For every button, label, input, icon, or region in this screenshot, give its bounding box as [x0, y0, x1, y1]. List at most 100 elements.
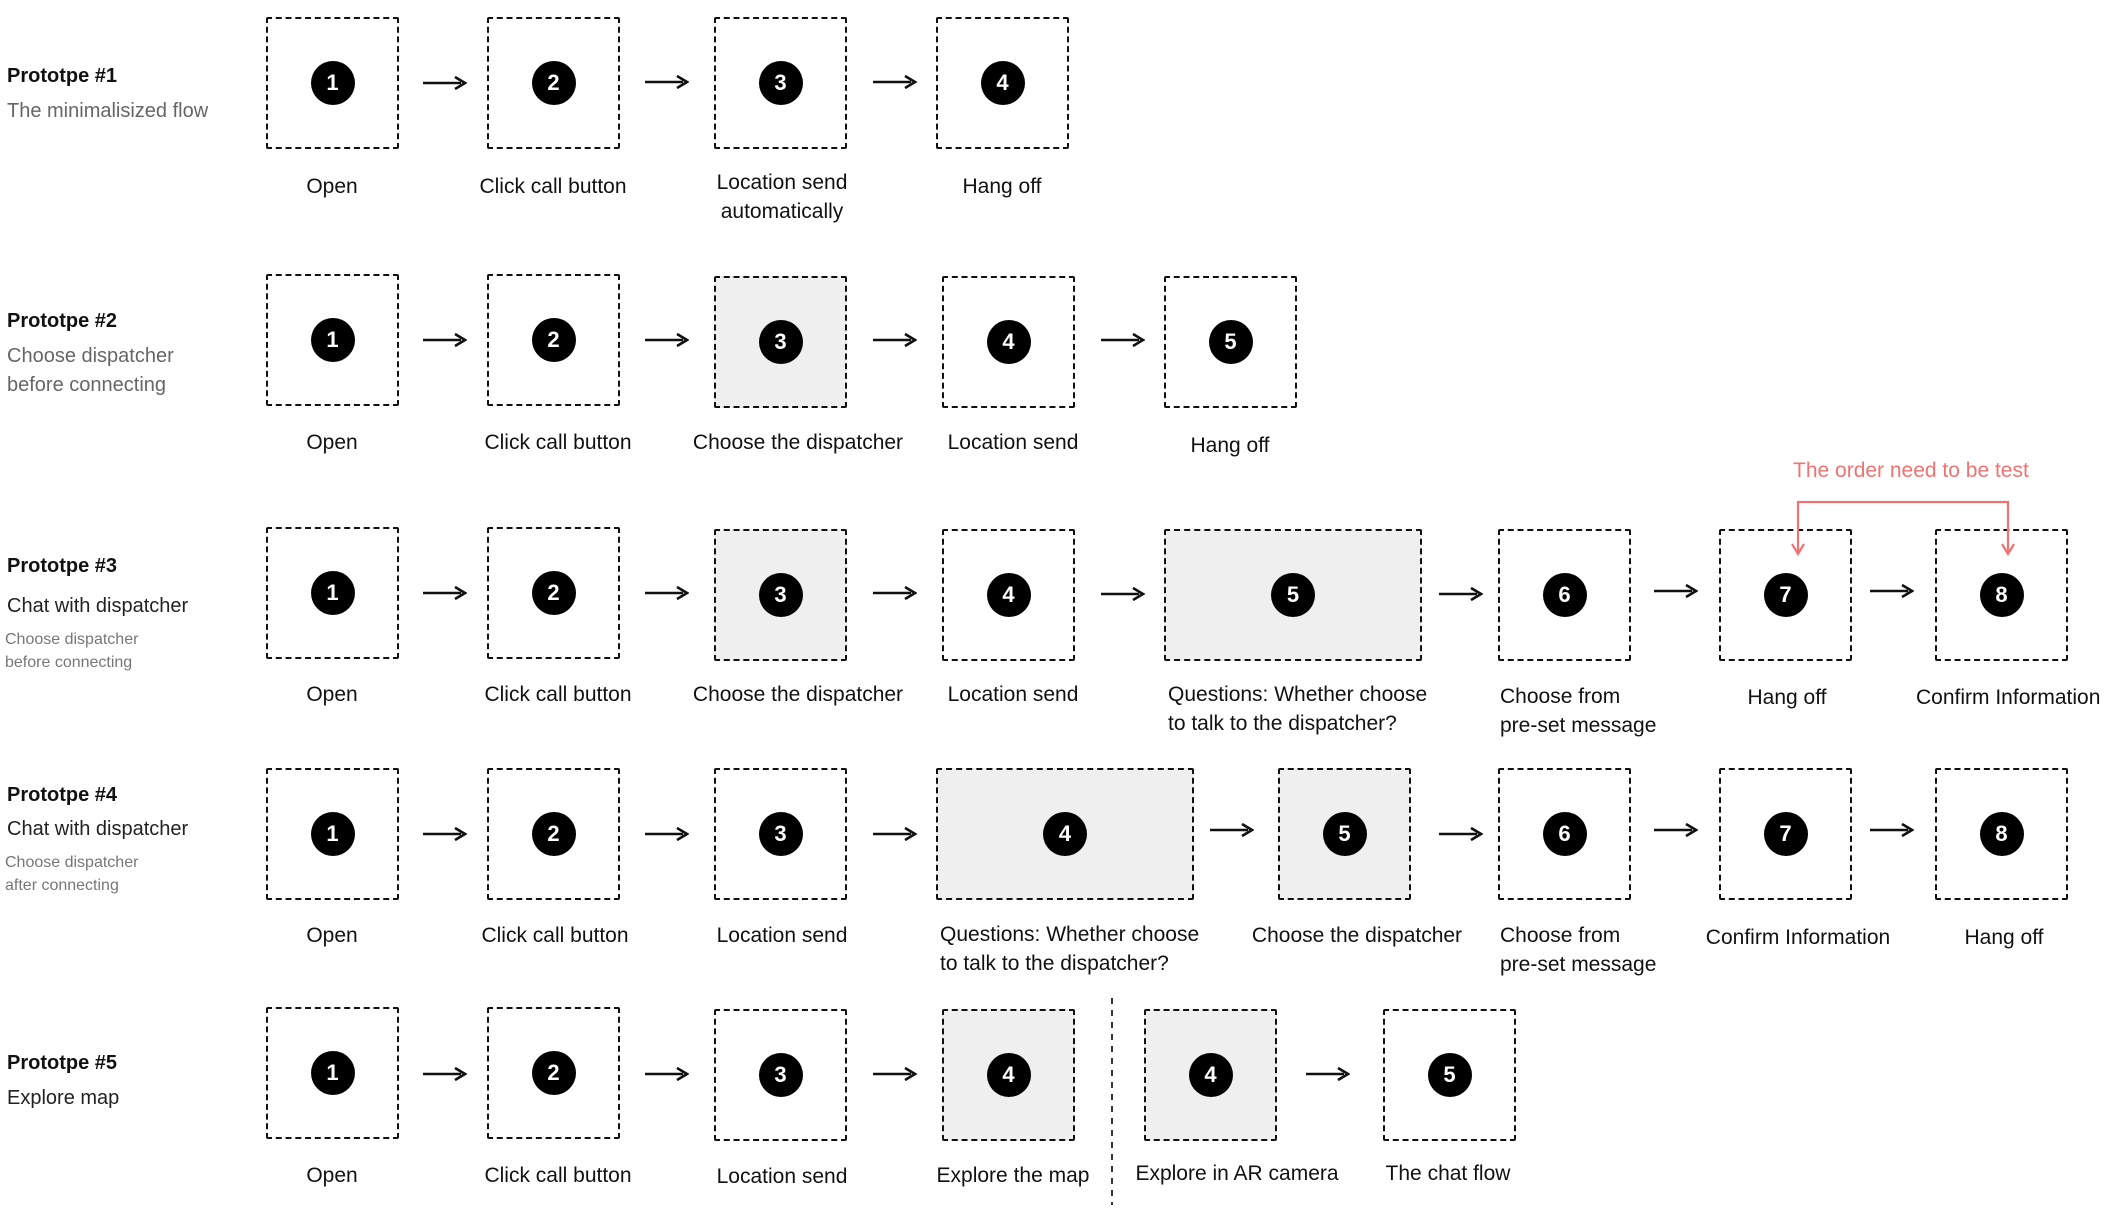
arrow-right-icon	[873, 332, 917, 348]
row-2-step-1-label: Open	[306, 431, 358, 454]
arrow-right-icon	[873, 1066, 917, 1082]
row-2-step-1-box: 1	[266, 274, 399, 406]
arrow-right-icon	[645, 1066, 689, 1082]
row-3-step-3-box: 3	[714, 529, 847, 661]
row-1-step-2-label: Click call button	[479, 175, 627, 198]
row-2-step-2-label: Click call button	[484, 431, 632, 454]
step-number-badge: 5	[1271, 573, 1315, 617]
arrow-right-icon	[1654, 822, 1698, 838]
row-3-step-4-label: Location send	[947, 683, 1079, 706]
row-3-title: Prototpe #3	[7, 555, 118, 577]
row-3-step-6-label: Choose from pre-set message	[1500, 685, 1657, 737]
step-number-badge: 4	[1188, 1053, 1233, 1097]
arrow-right-icon	[1101, 586, 1145, 602]
arrow-right-icon	[1439, 586, 1483, 602]
row-3-step-5-label: Questions: Whether choose to talk to the…	[1168, 683, 1428, 735]
step-number-badge: 3	[758, 812, 803, 856]
row-1-step-4-label: Hang off	[962, 175, 1042, 198]
step-number-badge: 8	[1979, 812, 2024, 856]
arrow-right-icon	[1870, 583, 1914, 599]
row-3-step-6-box: 6	[1498, 529, 1631, 661]
arrow-right-icon	[423, 332, 467, 348]
row-1-step-3-box: 3	[714, 17, 847, 149]
row-5-step-3-box: 3	[714, 1009, 847, 1141]
row-2-title: Prototpe #2	[7, 310, 118, 332]
step-number-badge: 8	[1979, 573, 2024, 617]
arrow-right-icon	[645, 74, 689, 90]
row-5-subtitle: Explore map	[7, 1087, 120, 1109]
arrow-right-icon	[1101, 332, 1145, 348]
row-2-step-4-label: Location send	[947, 431, 1079, 454]
row-4-title: Prototpe #4	[7, 784, 118, 806]
step-number-badge: 5	[1208, 320, 1253, 364]
row-4-step-4-label: Questions: Whether choose to talk to the…	[940, 923, 1200, 975]
row-4-step-1-box: 1	[266, 768, 399, 900]
step-number-badge: 3	[758, 61, 803, 105]
arrow-right-icon	[1306, 1066, 1350, 1082]
row-1-step-4-box: 4	[936, 17, 1069, 149]
arrow-right-icon	[1870, 822, 1914, 838]
row-3-step-2-box: 2	[487, 527, 620, 659]
row-4-step-3-label: Location send	[716, 924, 848, 947]
row-4-step-2-label: Click call button	[481, 924, 629, 947]
row-4-step-1-label: Open	[306, 924, 358, 947]
row-4-step-8-label: Hang off	[1964, 926, 2044, 949]
row-4-step-2-box: 2	[487, 768, 620, 900]
row-3-note: Choose dispatcher before connecting	[5, 631, 139, 671]
arrow-right-icon	[873, 585, 917, 601]
row-4-step-6-label: Choose from pre-set message	[1500, 924, 1657, 976]
arrow-right-icon	[645, 585, 689, 601]
step-number-badge: 2	[531, 1051, 576, 1095]
row-2-step-5-box: 5	[1164, 276, 1297, 408]
row-4-step-7-box: 7	[1719, 768, 1852, 900]
row-1-step-3-label: Location send automatically	[716, 171, 848, 223]
row-1-subtitle: The minimalisized flow	[7, 100, 209, 122]
row-5-step-4b-label: Explore in AR camera	[1135, 1162, 1339, 1185]
row-5-title: Prototpe #5	[7, 1052, 118, 1074]
row-5-step-4-label: Explore the map	[936, 1164, 1090, 1187]
row-4-note: Choose dispatcher after connecting	[5, 854, 139, 894]
arrow-right-icon	[873, 74, 917, 90]
row-2-step-5-label: Hang off	[1190, 434, 1270, 457]
step-number-badge: 7	[1763, 573, 1808, 617]
step-number-badge: 5	[1427, 1053, 1472, 1097]
step-number-badge: 1	[310, 1051, 355, 1095]
step-number-badge: 7	[1763, 812, 1808, 856]
row-3-step-3-label: Choose the dispatcher	[692, 683, 904, 706]
row-5-step-5-box: 5	[1383, 1009, 1516, 1141]
arrow-right-icon	[1210, 822, 1254, 838]
row-5-step-1-box: 1	[266, 1007, 399, 1139]
step-number-badge: 4	[986, 320, 1031, 364]
row-1-step-2-box: 2	[487, 17, 620, 149]
row-4-step-5-box: 5	[1278, 768, 1411, 900]
row-3-step-5-box: 5	[1164, 529, 1422, 661]
row-3-step-2-label: Click call button	[484, 683, 632, 706]
step-number-badge: 2	[531, 318, 576, 362]
row-4-step-6-box: 6	[1498, 768, 1631, 900]
row-3-step-8-box: 8	[1935, 529, 2068, 661]
step-number-badge: 5	[1322, 812, 1367, 856]
row-3-step-7-box: 7	[1719, 529, 1852, 661]
row-2-subtitle: Choose dispatcher before connecting	[7, 345, 174, 396]
step-number-badge: 3	[758, 573, 803, 617]
step-number-badge: 6	[1542, 573, 1587, 617]
row-4-step-7-label: Confirm Information	[1705, 926, 1891, 949]
step-number-badge: 2	[531, 812, 576, 856]
step-number-badge: 3	[758, 1053, 803, 1097]
row-2-step-2-box: 2	[487, 274, 620, 406]
step-number-badge: 1	[310, 318, 355, 362]
row-3-step-4-box: 4	[942, 529, 1075, 661]
row-4-subtitle: Chat with dispatcher	[7, 818, 189, 840]
arrow-right-icon	[423, 1066, 467, 1082]
arrow-right-icon	[423, 826, 467, 842]
arrow-right-icon	[423, 585, 467, 601]
row-1-step-1-box: 1	[266, 17, 399, 149]
arrow-right-icon	[423, 75, 467, 91]
row-5-step-2-label: Click call button	[484, 1164, 632, 1187]
step-number-badge: 1	[310, 571, 355, 615]
arrow-right-icon	[645, 332, 689, 348]
row-3-step-8-label: Confirm Information	[1916, 686, 2101, 709]
row-5-step-1-label: Open	[306, 1164, 358, 1187]
arrow-right-icon	[1439, 826, 1483, 842]
